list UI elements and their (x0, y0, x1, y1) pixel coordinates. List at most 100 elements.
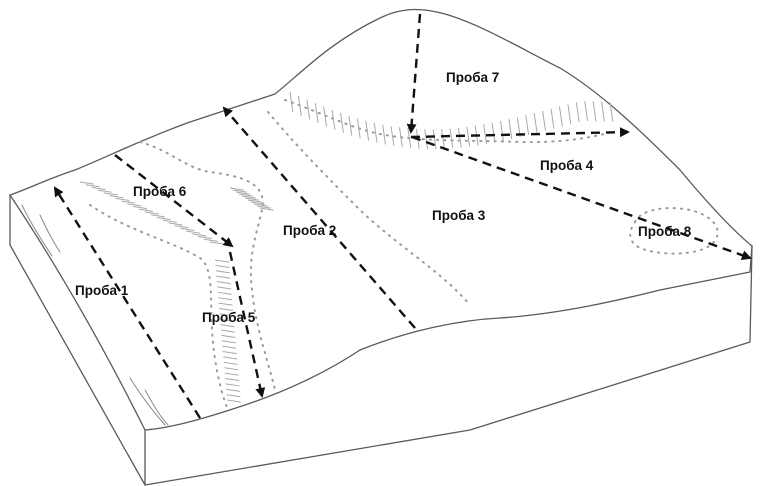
block-outline (9, 8, 753, 486)
label-probe-1: Проба 1 (75, 283, 129, 298)
hatch-stroke (533, 112, 538, 133)
arrow-probe-7-down (406, 13, 422, 134)
hatch-stroke (289, 91, 294, 112)
hatch-stroke (103, 192, 118, 196)
label-probe-6: Проба 6 (133, 184, 187, 199)
valley-hatching (79, 141, 276, 411)
hatch-stroke (314, 103, 319, 124)
hatch-stroke (323, 106, 328, 127)
hatch-stroke (466, 126, 471, 147)
hatch-stroke (224, 372, 239, 376)
hatch-stroke (174, 225, 189, 229)
hatch-stroke (247, 199, 262, 203)
hatch-stroke (441, 129, 445, 149)
hatch-stroke (224, 367, 239, 371)
hatch-stroke (550, 108, 555, 129)
arrow-probe-1 (53, 186, 202, 419)
hatch-stroke (424, 129, 429, 150)
hatch-stroke (601, 101, 605, 122)
arrow-probe-7-right (410, 127, 630, 139)
hatch-stroke (218, 302, 233, 306)
hatch-stroke (221, 340, 236, 344)
arrow-probe-6 (114, 154, 234, 248)
hatch-stroke (225, 377, 240, 382)
hatch-stroke (449, 128, 454, 149)
hatch-stroke (508, 119, 513, 140)
valley-boundary-outer (139, 141, 276, 391)
strata-line-4 (144, 389, 169, 426)
hatch-stroke (168, 222, 183, 226)
hatch-stroke (592, 101, 597, 122)
block-right-face (144, 245, 753, 486)
strata-line-3 (129, 377, 166, 426)
hatch-stroke (259, 207, 274, 211)
hatch-stroke (91, 186, 106, 191)
hatch-stroke (382, 124, 386, 145)
hatch-stroke (609, 101, 614, 122)
hatch-stroke (491, 122, 496, 143)
hatch-stroke (216, 275, 231, 279)
hatch-stroke (180, 227, 195, 231)
label-probe-2: Проба 2 (283, 223, 336, 238)
arrow-probe-5 (228, 251, 266, 398)
hatch-stroke (232, 189, 247, 193)
hatch-stroke (567, 104, 572, 125)
block-left-face (9, 194, 146, 486)
hatch-stroke (198, 236, 213, 240)
hatch-stroke (186, 230, 201, 234)
hatch-stroke (127, 203, 142, 207)
hatch-stroke (222, 351, 237, 355)
hatch-stroke (214, 259, 229, 263)
label-probe-5: Проба 5 (202, 310, 256, 325)
hatch-stroke (500, 120, 504, 141)
hatch-stroke (115, 197, 130, 201)
hatch-stroke (457, 127, 462, 148)
hatch-stroke (340, 112, 344, 133)
depression-boundary (629, 207, 719, 255)
label-probe-8: Проба 8 (638, 224, 692, 239)
hatch-stroke (215, 264, 230, 268)
hatch-stroke (221, 334, 236, 338)
hatch-stroke (217, 286, 232, 290)
hatch-stroke (192, 233, 207, 237)
hatch-stroke (79, 181, 94, 185)
hatch-stroke (241, 195, 256, 199)
hatch-stroke (217, 291, 232, 295)
arrow-probe-4 (411, 135, 752, 261)
hatch-stroke (398, 127, 403, 148)
probe-labels: Проба 1 Проба 2 Проба 3 Проба 4 Проба 5 … (75, 70, 692, 325)
hatch-stroke (235, 191, 250, 195)
hatch-stroke (244, 197, 259, 201)
hatch-stroke (156, 216, 171, 221)
label-probe-4: Проба 4 (540, 158, 594, 173)
hatch-stroke (218, 297, 233, 301)
hatch-stroke (525, 115, 530, 136)
hatch-stroke (365, 120, 370, 141)
strata-line-1 (21, 204, 53, 257)
hatch-stroke (331, 109, 336, 130)
hatch-stroke (220, 318, 234, 322)
hatch-stroke (121, 200, 136, 204)
hatch-stroke (542, 110, 546, 131)
hatch-stroke (162, 219, 177, 223)
hatch-stroke (219, 307, 234, 312)
hatch-stroke (256, 205, 271, 209)
hatch-stroke (226, 399, 241, 403)
hatch-stroke (220, 329, 235, 333)
hatch-stroke (253, 203, 268, 207)
label-probe-7: Проба 7 (446, 70, 499, 85)
hatch-stroke (226, 394, 241, 398)
hatch-stroke (250, 201, 265, 205)
arrow-probe-2 (222, 106, 416, 329)
hatch-stroke (575, 102, 580, 123)
hatch-stroke (109, 195, 124, 199)
hatch-stroke (558, 106, 563, 127)
hatch-stroke (219, 313, 234, 317)
hatch-stroke (150, 214, 165, 218)
hatch-stroke (432, 129, 437, 150)
label-probe-3: Проба 3 (432, 208, 486, 223)
hatch-stroke (223, 361, 238, 365)
hatch-stroke (204, 238, 219, 242)
summit-slope-hatching (284, 91, 614, 150)
